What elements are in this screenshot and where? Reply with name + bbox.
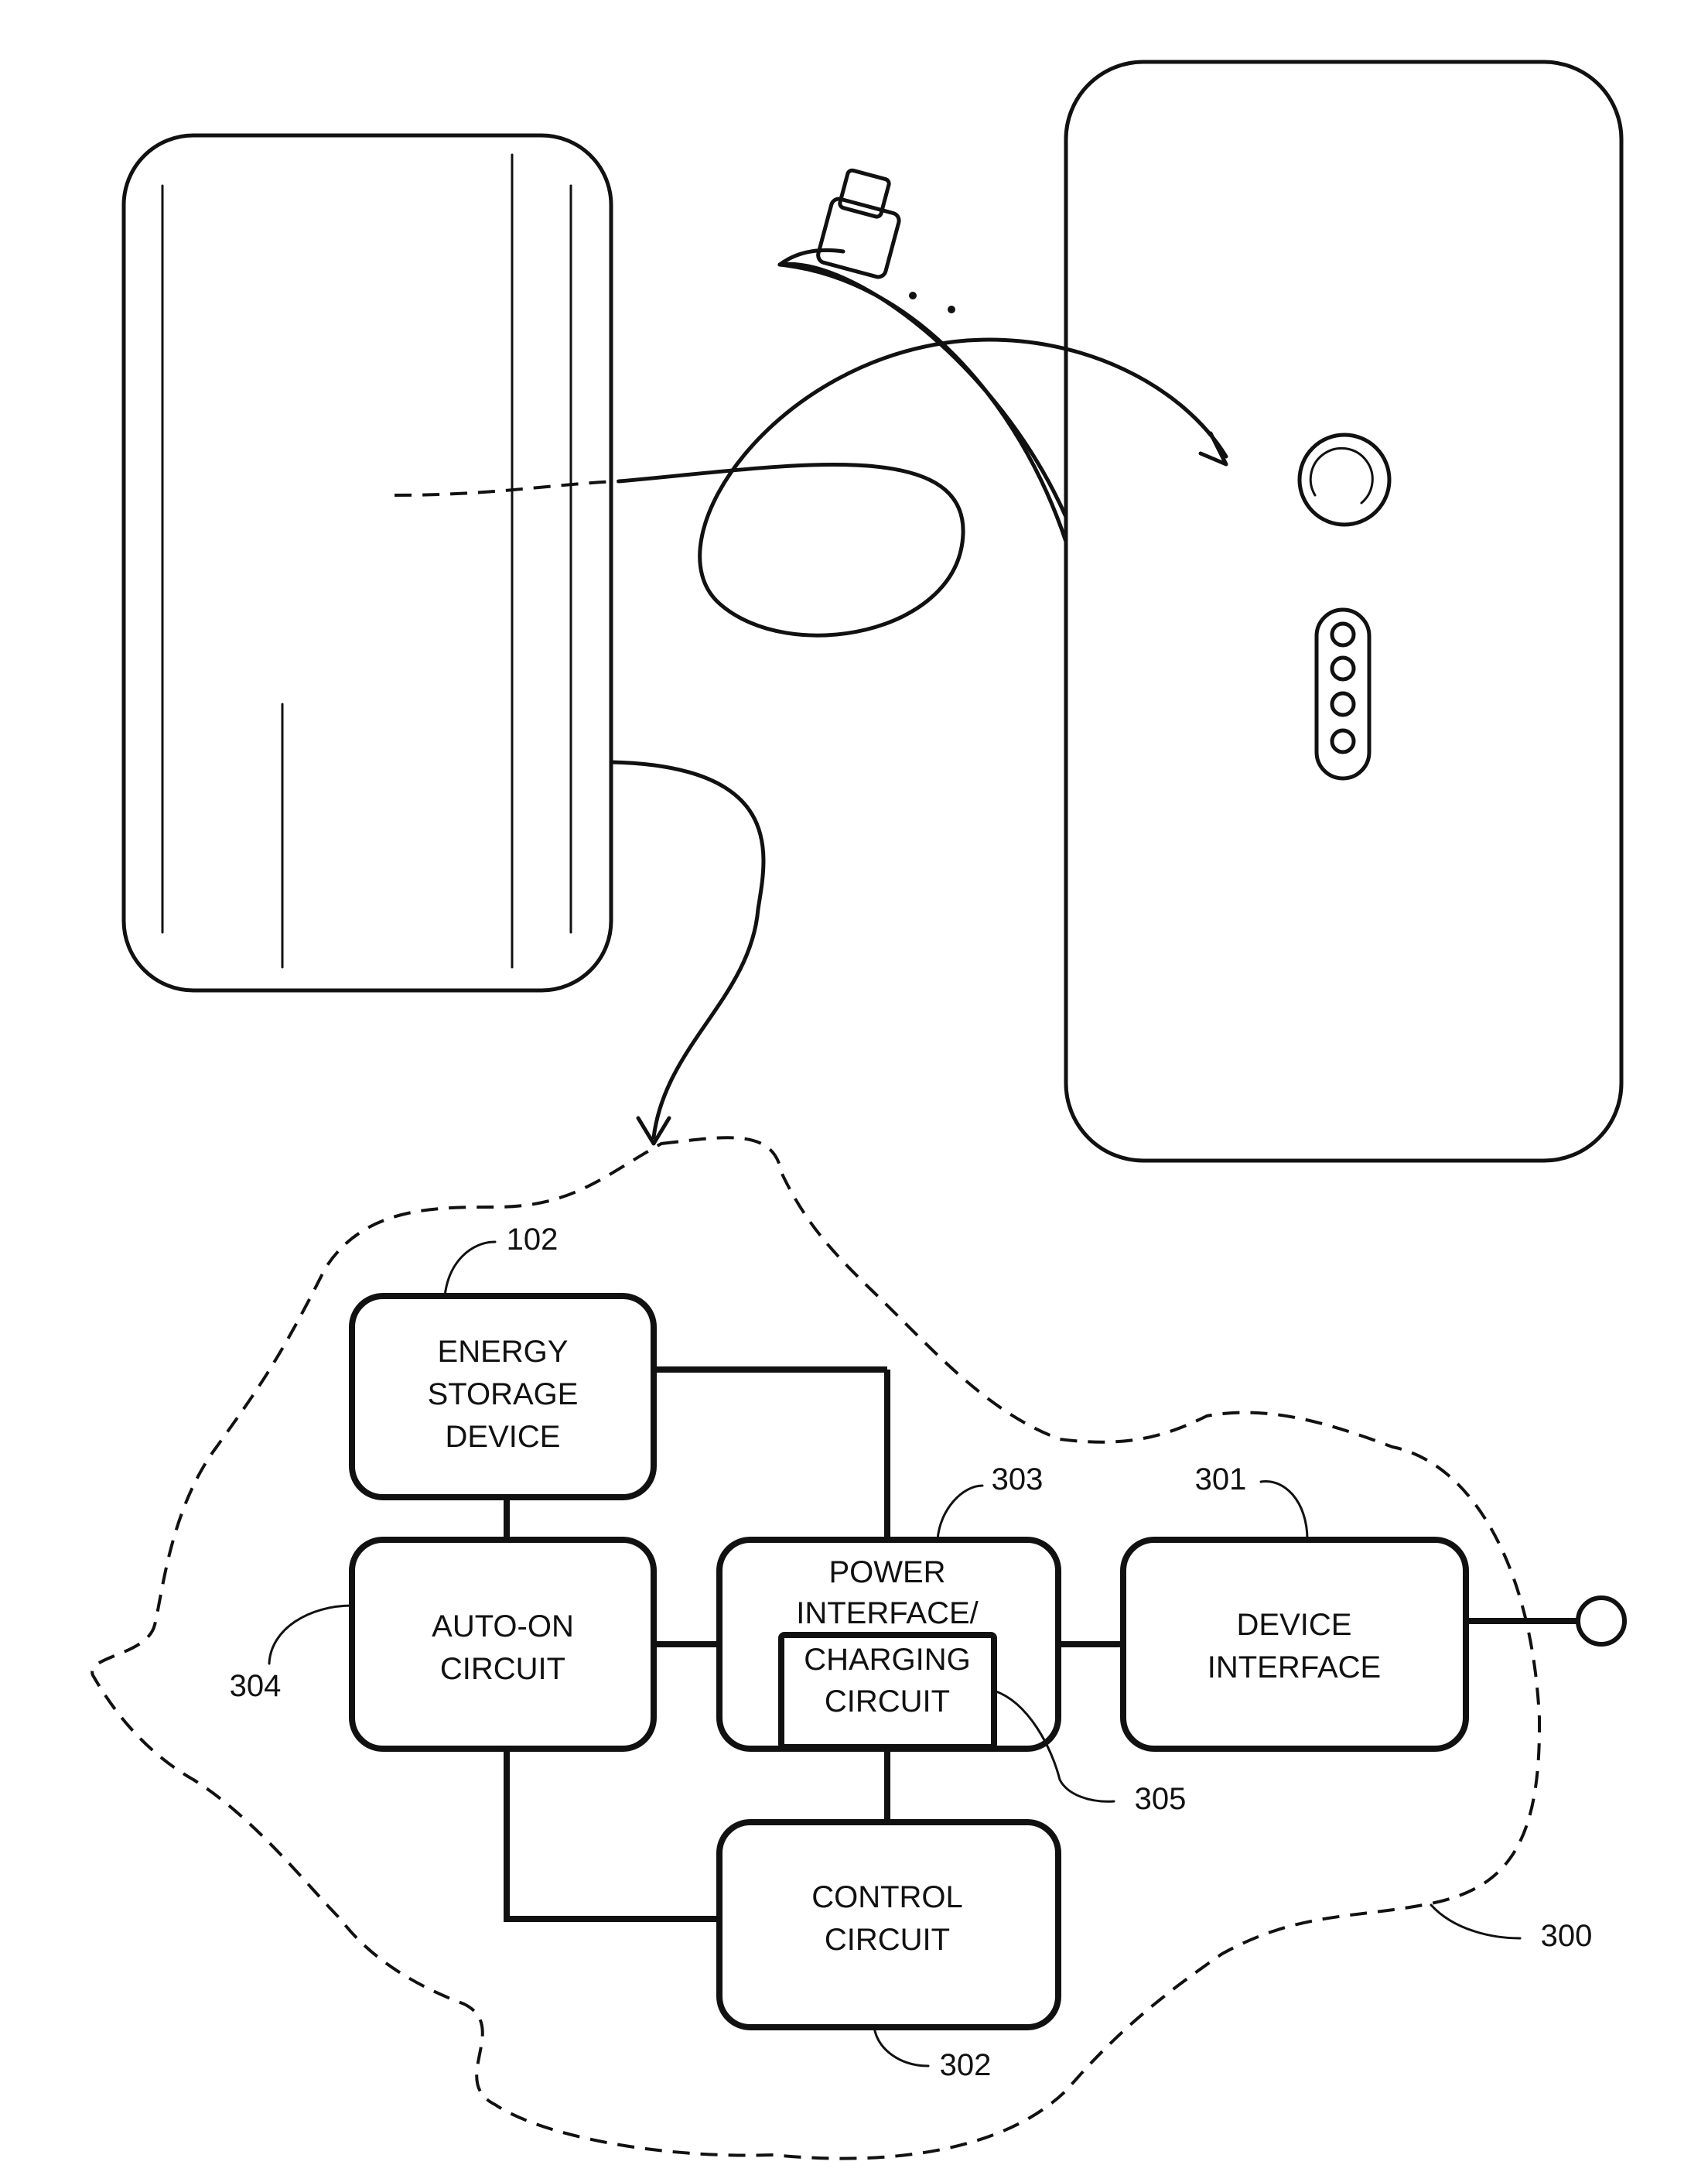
block-energy-storage: ENERGY STORAGE DEVICE xyxy=(352,1296,654,1497)
block-charging-circuit: CHARGING CIRCUIT xyxy=(781,1635,994,1747)
auto-on-line-2: CIRCUIT xyxy=(440,1652,565,1686)
ref-303: 303 xyxy=(992,1462,1044,1496)
energy-storage-line-3: DEVICE xyxy=(446,1420,561,1454)
energy-storage-line-1: ENERGY xyxy=(438,1335,569,1369)
control-line-1: CONTROL xyxy=(811,1880,963,1914)
charging-line-1: CHARGING xyxy=(804,1643,971,1677)
ref-305: 305 xyxy=(1135,1782,1187,1816)
energy-storage-line-2: STORAGE xyxy=(428,1377,579,1411)
power-interface-line-2: INTERFACE/ xyxy=(796,1596,979,1630)
battery-pack-side-view xyxy=(124,135,611,990)
ref-300: 300 xyxy=(1541,1919,1593,1953)
power-interface-line-1: POWER xyxy=(828,1555,945,1589)
ref-102: 102 xyxy=(507,1223,559,1257)
auto-on-line-1: AUTO-ON xyxy=(432,1609,574,1643)
device-interface-line-2: INTERFACE xyxy=(1208,1650,1381,1684)
control-line-2: CIRCUIT xyxy=(825,1923,950,1957)
ref-301: 301 xyxy=(1195,1462,1247,1496)
device-interface-line-1: DEVICE xyxy=(1237,1608,1352,1642)
internal-circuit-arrow xyxy=(611,762,763,1144)
block-control: CONTROL CIRCUIT xyxy=(719,1822,1058,2027)
internal-to-front-arrow xyxy=(395,340,1226,635)
ref-302: 302 xyxy=(940,2048,992,2082)
block-auto-on: AUTO-ON CIRCUIT xyxy=(352,1540,654,1749)
output-port-icon xyxy=(1578,1598,1624,1644)
ref-304: 304 xyxy=(230,1669,282,1703)
usb-cable xyxy=(780,169,1066,542)
battery-pack-front-view xyxy=(1066,62,1621,1161)
charging-line-2: CIRCUIT xyxy=(825,1684,950,1719)
svg-text:ENERGYSTORAGEDEVICE: ENERGY STORAGE DEVICE xyxy=(428,1335,579,1454)
block-device-interface: DEVICE INTERFACE xyxy=(1123,1540,1466,1749)
